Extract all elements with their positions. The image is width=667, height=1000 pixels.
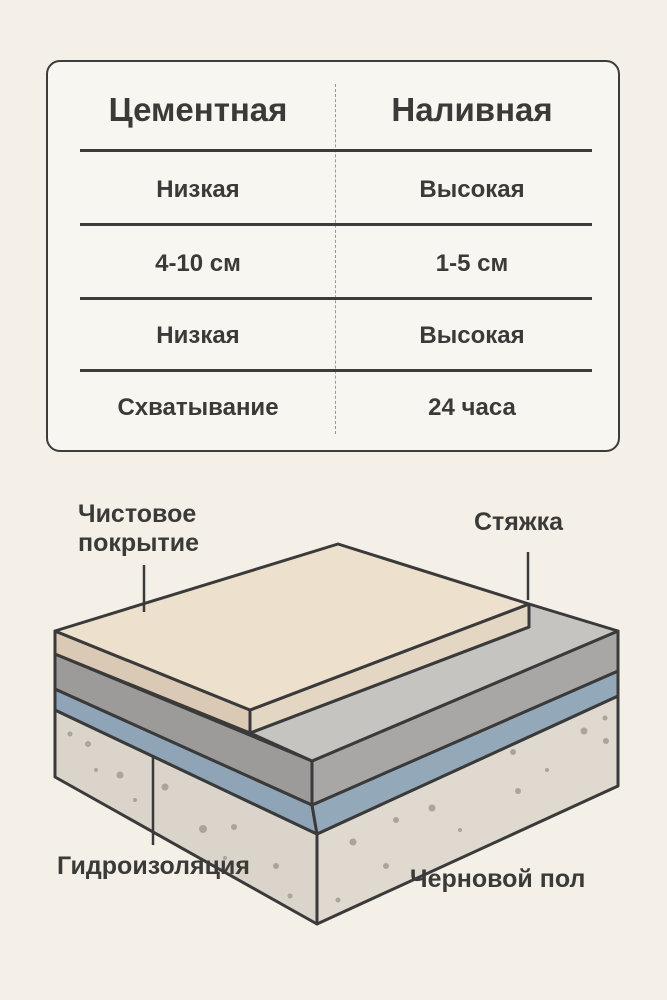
finish-label: Чистовое покрытие: [78, 500, 199, 558]
aggregate-dot: [393, 817, 399, 823]
aggregate-dot: [133, 798, 137, 802]
row-divider: [80, 149, 592, 152]
aggregate-dot: [94, 768, 98, 772]
header-cement: Цементная: [108, 91, 288, 128]
aggregate-dot: [231, 824, 237, 830]
row-divider: [80, 223, 592, 226]
cell: Высокая: [419, 176, 525, 203]
aggregate-dot: [349, 838, 357, 846]
finish-label-line1: Чистовое: [78, 500, 197, 528]
aggregate-dot: [428, 804, 436, 812]
aggregate-dot: [383, 863, 389, 869]
aggregate-dot: [510, 749, 516, 755]
cell: Схватывание: [117, 394, 279, 421]
cell: Низкая: [156, 322, 240, 349]
subfloor-label: Черновой пол: [410, 865, 586, 893]
aggregate-dot: [287, 893, 293, 899]
cell: 4-10 см: [155, 250, 241, 277]
aggregate-dot: [67, 731, 73, 737]
aggregate-dot: [335, 897, 341, 903]
aggregate-dot: [116, 771, 124, 779]
finish-top: [53, 542, 531, 712]
aggregate-dot: [273, 863, 279, 869]
aggregate-dot: [199, 825, 207, 833]
comparison-table: Цементная Наливная Низкая Высокая 4-10 с…: [46, 60, 620, 452]
header-self-leveling: Наливная: [391, 91, 553, 128]
row-divider: [80, 297, 592, 300]
aggregate-dot: [545, 768, 549, 772]
cell: Низкая: [156, 176, 240, 203]
finish-label-line2: покрытие: [78, 529, 200, 557]
cell: Высокая: [419, 322, 525, 349]
cell: 1-5 см: [435, 250, 509, 277]
waterproofing-label: Гидроизоляция: [57, 852, 250, 880]
aggregate-dot: [458, 828, 462, 832]
row-divider: [80, 369, 592, 372]
aggregate-dot: [602, 715, 608, 721]
screed-label: Стяжка: [474, 508, 564, 536]
aggregate-dot: [85, 741, 91, 747]
aggregate-dot: [603, 738, 609, 744]
aggregate-dots: [67, 715, 609, 903]
cell: 24 часа: [428, 394, 516, 421]
aggregate-dot: [161, 783, 169, 791]
aggregate-dot: [515, 788, 521, 794]
column-divider: [335, 84, 336, 434]
aggregate-dot: [580, 727, 588, 735]
aggregate-dot: [223, 856, 227, 860]
